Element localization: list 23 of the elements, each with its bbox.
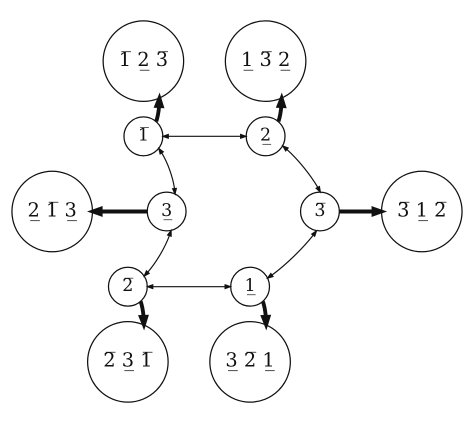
node-circle: 1̅ 2̲ 3̅ bbox=[102, 20, 184, 102]
arrow bbox=[138, 300, 149, 330]
arrow bbox=[87, 206, 148, 216]
arrow bbox=[161, 133, 248, 138]
node-circle: 2̅ bbox=[108, 266, 148, 306]
node-circle: 2̲ 1̅ 3̲ bbox=[11, 170, 94, 252]
node-circle: 3̲ 2̅ 1̲ bbox=[209, 320, 291, 402]
arrow bbox=[282, 144, 322, 194]
node-circle: 3̅ bbox=[300, 190, 340, 232]
arrow bbox=[154, 92, 164, 122]
arrow bbox=[266, 229, 318, 279]
node-circle: 3̲ bbox=[146, 190, 187, 232]
arrow bbox=[276, 92, 287, 122]
arrow bbox=[143, 228, 172, 277]
arrow bbox=[260, 300, 272, 330]
node-circle: 2̅ 3̲ 1̅ bbox=[86, 320, 169, 402]
arrow bbox=[146, 283, 232, 289]
node-circle: 3̅ 1̲ 2̅ bbox=[380, 170, 463, 252]
node-circle: 1̲ bbox=[230, 266, 270, 306]
node-circle: 1̲ 3̅ 2̲ bbox=[224, 20, 306, 102]
arrow bbox=[339, 206, 388, 216]
node-circle: 2̲ bbox=[246, 116, 286, 156]
arrow bbox=[158, 146, 178, 196]
